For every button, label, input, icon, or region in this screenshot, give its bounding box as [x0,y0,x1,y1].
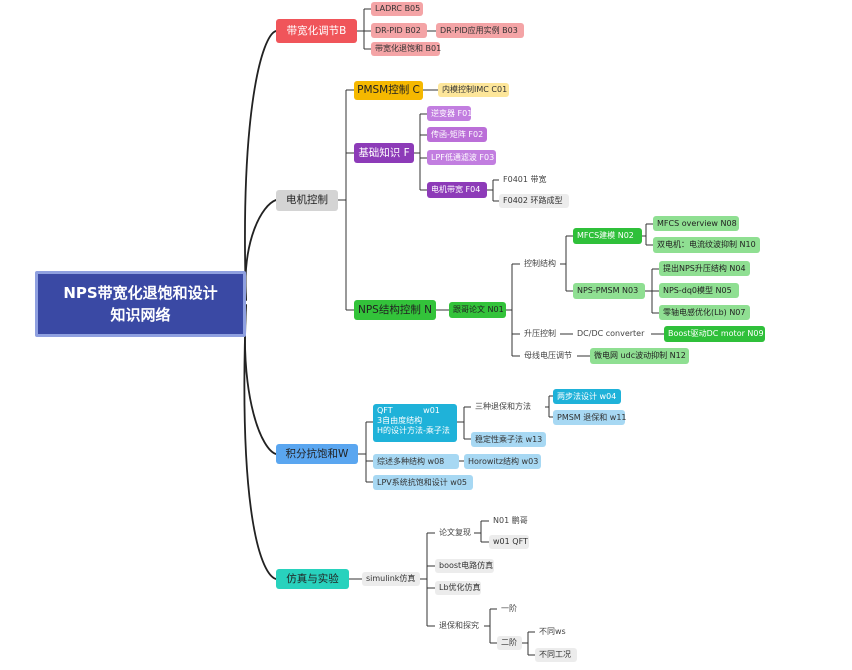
node-boost-control[interactable]: 升压控制 [524,329,556,339]
node-lpf-f03[interactable]: LPF低通滤波 F03 [427,150,496,165]
branch-integral-antiwindup-w[interactable]: 积分抗饱和W [276,444,358,464]
qft-line1: QFT w01 [377,406,440,415]
node-nps-pmsm-n03[interactable]: NPS-PMSM N03 [573,283,645,299]
node-mfcs-overview-n08[interactable]: MFCS overview N08 [653,216,739,231]
node-w01-qft-replication[interactable]: w01 QFT [489,535,529,549]
node-different-ws[interactable]: 不同ws [539,627,566,637]
node-dr-pid-example-b03[interactable]: DR-PID应用实例 B03 [436,23,524,38]
node-multi-structure-review-w08[interactable]: 综述多种结构 w08 [373,454,459,469]
node-inverter-f01[interactable]: 逆变器 F01 [427,106,472,121]
node-stability-multiplier-w13[interactable]: 稳定性乘子法 w13 [471,432,546,447]
node-dr-pid-b02[interactable]: DR-PID B02 [371,23,427,38]
node-microgrid-udc-n12[interactable]: 微电网 udc波动抑制 N12 [590,348,689,364]
node-dcdc-converter[interactable]: DC/DC converter [577,329,645,339]
node-simulink-sim[interactable]: simulink仿真 [362,572,420,586]
node-boost-dc-motor-n09[interactable]: Boost驱动DC motor N09 [664,326,765,342]
node-lb-optimization-sim[interactable]: Lb优化仿真 [435,581,481,595]
node-boost-circuit-sim[interactable]: boost电路仿真 [435,559,494,573]
node-nps-structure-control-n[interactable]: NPS结构控制 N [354,300,436,320]
node-lpv-antiwindup-w05[interactable]: LPV系统抗饱和设计 w05 [373,475,473,490]
node-imc-c01[interactable]: 内模控制IMC C01 [438,83,509,97]
branch-simulation-experiment[interactable]: 仿真与实验 [276,569,349,589]
root-title-line2: 知识网络 [110,306,171,324]
node-different-conditions[interactable]: 不同工况 [535,648,577,662]
qft-line2: 3自由度结构 [377,416,423,425]
node-paper-replication[interactable]: 论文复现 [439,528,471,538]
node-n01-replication[interactable]: N01 鹏哥 [493,516,528,526]
node-mfcs-modeling-n02[interactable]: MFCS建模 N02 [573,228,642,244]
qft-line3: H的设计方法-乘子法 [377,426,450,435]
node-second-order[interactable]: 二阶 [497,636,522,650]
node-horowitz-structure-w03[interactable]: Horowitz结构 w03 [464,454,541,469]
node-pmsm-control-c[interactable]: PMSM控制 C [354,81,423,100]
node-two-step-design-w04[interactable]: 两步法设计 w04 [553,389,621,404]
node-nps-boost-structure-n04[interactable]: 提出NPS升压结构 N04 [659,261,750,276]
node-basics-f[interactable]: 基础知识 F [354,143,414,163]
node-dual-motor-ripple-n10[interactable]: 双电机：电流纹波抑制 N10 [653,237,760,253]
node-three-desat-methods[interactable]: 三种退保和方法 [475,402,531,412]
node-motor-bandwidth-f04[interactable]: 电机带宽 F04 [427,182,487,198]
root-title-line1: NPS带宽化退饱和设计 [63,283,218,302]
node-f0401-bandwidth[interactable]: F0401 带宽 [503,175,547,185]
branch-bandwidth-regulation[interactable]: 带宽化调节B [276,19,357,43]
node-paper-n01[interactable]: 跟哥论文 N01 [449,302,506,318]
node-ladrc-b05[interactable]: LADRC B05 [371,2,423,16]
node-f0402-loop-shaping[interactable]: F0402 环路成型 [499,194,569,208]
node-zero-axis-inductance-n07[interactable]: 零轴电感优化(Lb) N07 [659,305,750,320]
node-bus-voltage-regulation[interactable]: 母线电压调节 [524,351,572,361]
node-first-order[interactable]: 一阶 [501,604,517,614]
root-node[interactable]: NPS带宽化退饱和设计 知识网络 [35,271,246,337]
node-desat-exploration[interactable]: 退保和探究 [439,621,479,631]
node-transfer-matrix-f02[interactable]: 传函-矩阵 F02 [427,127,487,142]
branch-motor-control[interactable]: 电机控制 [276,190,338,211]
node-pmsm-desat-w11[interactable]: PMSM 退保和 w11 [553,410,627,425]
node-qft-w01[interactable]: QFT w01 3自由度结构 H的设计方法-乘子法 [373,404,457,442]
node-control-structure[interactable]: 控制结构 [524,259,556,269]
node-nps-dq0-model-n05[interactable]: NPS-dq0模型 N05 [659,283,739,298]
node-bandwidth-desat-b01[interactable]: 带宽化退饱和 B01 [371,42,441,56]
